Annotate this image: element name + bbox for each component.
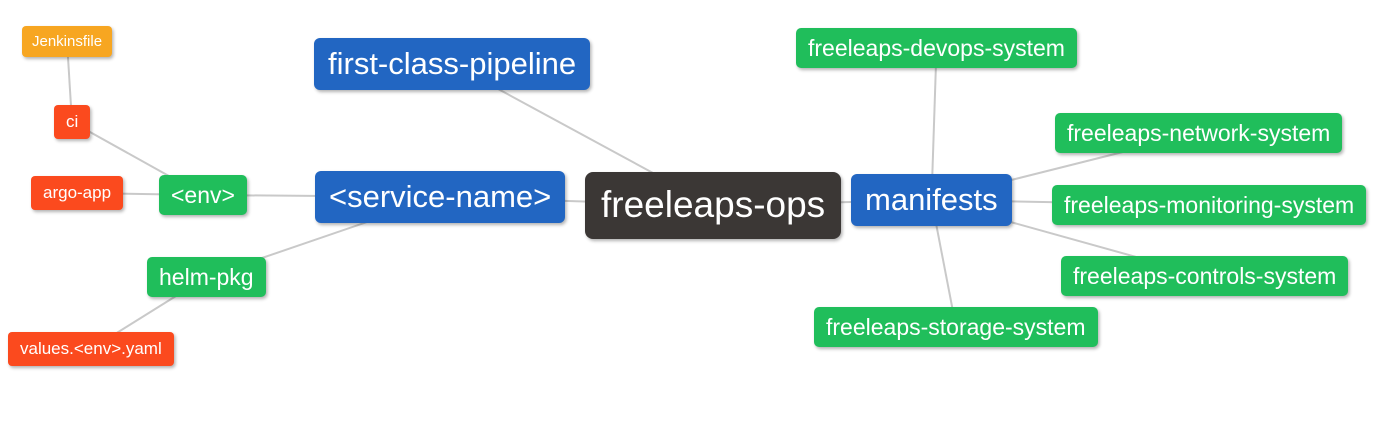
node-label: argo-app xyxy=(43,183,112,202)
node-label: values.<env>.yaml xyxy=(20,339,162,358)
node-first-class-pipeline[interactable]: first-class-pipeline xyxy=(314,38,591,90)
node-service-name[interactable]: <service-name> xyxy=(315,171,566,223)
node-label: freeleaps-devops-system xyxy=(808,35,1065,61)
node-values-env-yaml[interactable]: values.<env>.yaml xyxy=(8,332,174,366)
node-freeleaps-ops[interactable]: freeleaps-ops xyxy=(585,172,842,239)
node-label: freeleaps-ops xyxy=(601,184,826,225)
node-freeleaps-controls-system[interactable]: freeleaps-controls-system xyxy=(1061,256,1349,297)
node-jenkinsfile[interactable]: Jenkinsfile xyxy=(22,26,113,58)
node-argo-app[interactable]: argo-app xyxy=(31,176,124,210)
node-ci[interactable]: ci xyxy=(54,105,91,139)
node-freeleaps-devops-system[interactable]: freeleaps-devops-system xyxy=(796,28,1077,69)
node-env[interactable]: <env> xyxy=(159,175,247,216)
node-label: freeleaps-controls-system xyxy=(1073,263,1337,289)
node-label: <env> xyxy=(171,182,235,208)
node-helm-pkg[interactable]: helm-pkg xyxy=(147,257,266,298)
node-label: manifests xyxy=(865,182,998,217)
node-label: first-class-pipeline xyxy=(328,46,577,81)
node-freeleaps-network-system[interactable]: freeleaps-network-system xyxy=(1055,113,1343,154)
node-label: freeleaps-storage-system xyxy=(826,314,1086,340)
node-label: helm-pkg xyxy=(159,264,254,290)
node-label: ci xyxy=(66,112,79,131)
node-label: Jenkinsfile xyxy=(32,33,103,50)
node-freeleaps-storage-system[interactable]: freeleaps-storage-system xyxy=(814,307,1098,348)
node-label: <service-name> xyxy=(329,179,552,214)
node-label: freeleaps-network-system xyxy=(1067,120,1331,146)
node-label: freeleaps-monitoring-system xyxy=(1064,192,1355,218)
node-freeleaps-monitoring-system[interactable]: freeleaps-monitoring-system xyxy=(1052,185,1367,226)
node-manifests[interactable]: manifests xyxy=(851,174,1012,226)
